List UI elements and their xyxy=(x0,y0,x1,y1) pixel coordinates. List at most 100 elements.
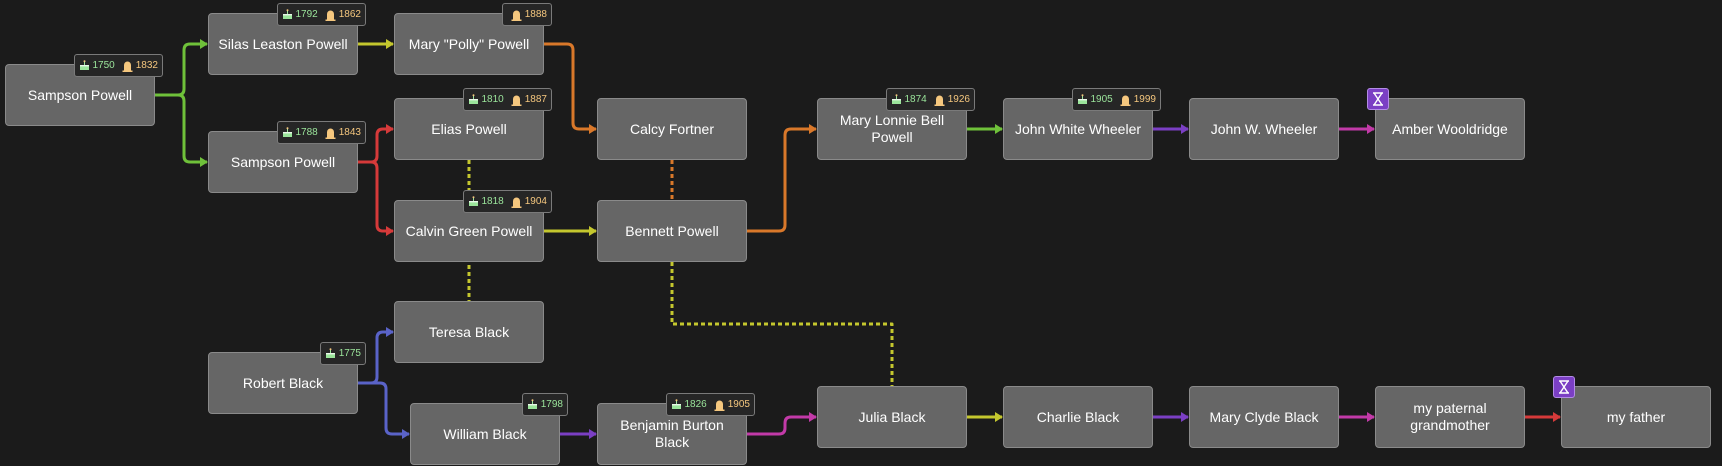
death-headstone-icon xyxy=(511,197,522,208)
parent-child-connector xyxy=(358,381,409,436)
death-group: 1926 xyxy=(934,91,970,108)
person-node-calcy-fortner[interactable]: Calcy Fortner xyxy=(597,98,747,160)
birth-cake-icon xyxy=(325,348,335,358)
death-year: 1904 xyxy=(524,196,547,207)
person-name: Charlie Black xyxy=(1036,408,1120,425)
death-headstone-icon xyxy=(122,61,133,72)
hourglass-icon xyxy=(1373,92,1383,106)
person-node-teresa-black[interactable]: Teresa Black xyxy=(394,301,544,363)
life-dates-badge: 1775 xyxy=(319,342,366,365)
birth-cake-icon xyxy=(468,94,478,104)
connector-arrowhead xyxy=(995,412,1003,422)
death-group: 1887 xyxy=(511,91,547,108)
person-node-john-w-wheeler[interactable]: John W. Wheeler xyxy=(1189,98,1339,160)
death-group: 1862 xyxy=(325,6,361,23)
death-headstone-icon xyxy=(1120,95,1131,106)
connector-arrowhead xyxy=(1367,124,1375,134)
birth-cake-icon xyxy=(282,9,292,19)
person-node-mary-clyde-black[interactable]: Mary Clyde Black xyxy=(1189,386,1339,448)
person-node-my-father[interactable]: my father xyxy=(1553,376,1711,448)
person-name: Sampson Powell xyxy=(230,153,336,170)
death-group: 1999 xyxy=(1120,91,1156,108)
birth-cake-icon xyxy=(1077,94,1087,104)
life-dates-badge: 1874 1926 xyxy=(885,88,975,111)
connector-arrowhead xyxy=(809,124,817,134)
person-node-amber-wooldridge[interactable]: Amber Wooldridge xyxy=(1367,88,1525,160)
connector-arrowhead xyxy=(589,226,597,236)
birth-cake-icon xyxy=(468,196,478,206)
death-group: 1843 xyxy=(325,124,361,141)
connector-arrowhead xyxy=(995,124,1003,134)
person-name: Benjamin Burton Black xyxy=(620,417,724,450)
person-node-julia-black[interactable]: Julia Black xyxy=(817,386,967,448)
person-name: my paternal grandmother xyxy=(1410,400,1490,433)
connector-arrowhead xyxy=(1553,412,1561,422)
parent-child-connector xyxy=(155,93,207,164)
connector-arrowhead xyxy=(809,412,817,422)
birth-cake-icon xyxy=(527,399,537,409)
person-name: Mary "Polly" Powell xyxy=(408,35,530,52)
birth-year: 1775 xyxy=(338,348,361,359)
connector-arrowhead xyxy=(200,157,208,167)
life-dates-badge: 1788 1843 xyxy=(276,121,366,144)
person-node-sampson-powell-1788[interactable]: Sampson Powell 1788 1843 xyxy=(208,121,366,193)
birth-year: 1798 xyxy=(540,399,563,410)
death-year: 1843 xyxy=(338,127,361,138)
person-name: Bennett Powell xyxy=(625,222,719,239)
birth-year: 1788 xyxy=(295,127,318,138)
person-name: Elias Powell xyxy=(431,120,507,137)
person-name: Mary Lonnie Bell Powell xyxy=(839,112,945,145)
connector-arrowhead xyxy=(589,429,597,439)
living-hourglass-marker xyxy=(1367,88,1389,110)
person-name: Sampson Powell xyxy=(27,86,133,103)
death-headstone-icon xyxy=(511,95,522,106)
person-node-charlie-black[interactable]: Charlie Black xyxy=(1003,386,1153,448)
death-group: 1905 xyxy=(714,396,750,413)
person-node-bennett-powell[interactable]: Bennett Powell xyxy=(597,200,747,262)
person-name: Calcy Fortner xyxy=(629,120,715,137)
birth-cake-icon xyxy=(891,94,901,104)
person-name: Amber Wooldridge xyxy=(1392,120,1508,137)
spouse-dotted-connector xyxy=(670,262,894,386)
connector-arrowhead xyxy=(589,124,597,134)
connector-arrowhead xyxy=(386,327,394,337)
parent-child-connector xyxy=(544,42,596,131)
parent-child-connector xyxy=(358,160,393,233)
birth-cake-icon xyxy=(282,127,292,137)
parent-child-connector xyxy=(747,415,816,436)
connector-arrowhead xyxy=(402,429,410,439)
person-name: Julia Black xyxy=(858,408,926,425)
person-name: my father xyxy=(1606,408,1666,425)
birth-year: 1750 xyxy=(92,60,115,71)
person-node-mary-polly-powell[interactable]: Mary "Polly" Powell 1888 xyxy=(394,3,552,75)
death-year: 1887 xyxy=(524,94,547,105)
life-dates-badge: 1888 xyxy=(501,3,552,26)
birth-year: 1905 xyxy=(1090,94,1113,105)
death-group: 1832 xyxy=(122,57,158,74)
person-node-sampson-powell-1750[interactable]: Sampson Powell 1750 1832 xyxy=(5,54,163,126)
death-headstone-icon xyxy=(511,10,522,21)
person-name: John W. Wheeler xyxy=(1210,120,1318,137)
birth-year: 1874 xyxy=(904,94,927,105)
death-year: 1926 xyxy=(947,94,970,105)
life-dates-badge: 1750 1832 xyxy=(73,54,163,77)
death-headstone-icon xyxy=(325,128,336,139)
death-group: 1888 xyxy=(511,6,547,23)
living-hourglass-marker xyxy=(1553,376,1575,398)
death-headstone-icon xyxy=(325,10,336,21)
life-dates-badge: 1905 1999 xyxy=(1071,88,1161,111)
death-year: 1862 xyxy=(338,9,361,20)
person-node-mary-lonnie-bell-powell[interactable]: Mary Lonnie Bell Powell 1874 1926 xyxy=(817,88,975,160)
connector-arrowhead xyxy=(1181,412,1189,422)
person-node-my-paternal-grandmother[interactable]: my paternal grandmother xyxy=(1375,386,1525,448)
